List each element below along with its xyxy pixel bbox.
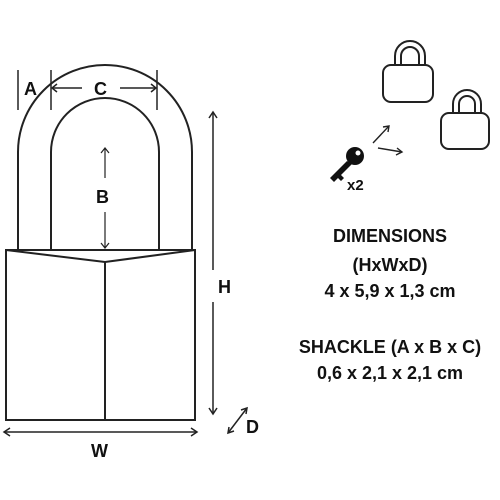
dimension-c (50, 70, 158, 110)
label-b: B (96, 187, 109, 207)
shackle (17, 64, 193, 250)
label-h: H (218, 277, 231, 297)
label-w: W (91, 441, 108, 461)
dimensions-order: (HxWxD) (352, 255, 428, 275)
dimension-b (100, 147, 110, 249)
dimensions-title: DIMENSIONS (332, 226, 447, 246)
key-hole (355, 150, 361, 156)
padlock-outline-icon (440, 89, 490, 150)
padlock-outline-icon (382, 40, 434, 103)
shackle-title: SHACKLE (A x B x C) (298, 337, 482, 357)
lock-body (5, 249, 196, 421)
label-d: D (246, 417, 259, 437)
arrow-icon (372, 125, 404, 156)
dimension-d (227, 406, 248, 435)
dimension-w (2, 427, 199, 437)
dimension-a (17, 70, 52, 110)
dimensions-value: 4 x 5,9 x 1,3 cm (324, 281, 456, 301)
key-count: x2 (347, 177, 364, 194)
label-a: A (24, 79, 37, 99)
dimension-h (208, 110, 218, 416)
label-c: C (94, 79, 107, 99)
shackle-value: 0,6 x 2,1 x 2,1 cm (316, 363, 464, 383)
